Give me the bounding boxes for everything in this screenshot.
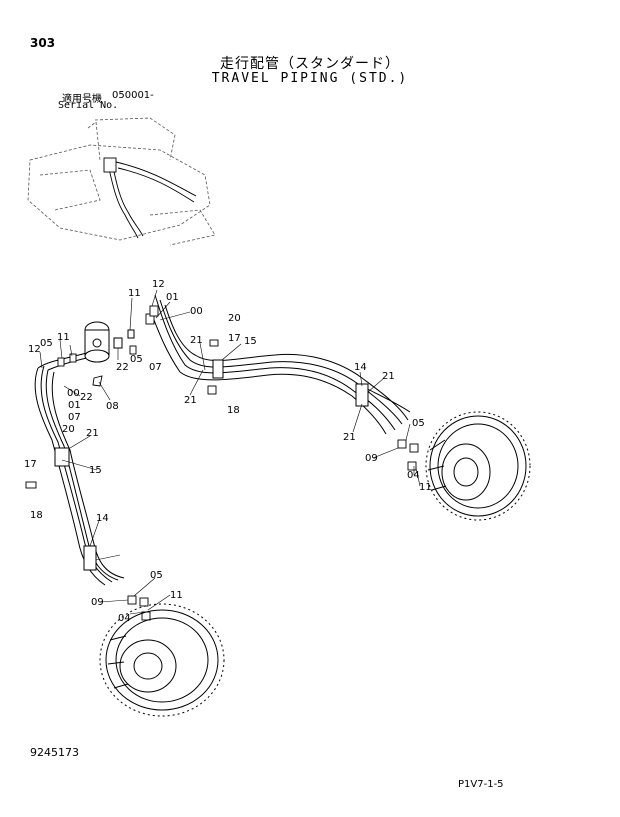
callout-05: 05 <box>40 338 53 349</box>
serial-label-japanese: 適用号機 <box>62 94 102 105</box>
page-number: 303 <box>30 36 56 50</box>
callout-04: 04 <box>118 613 131 624</box>
callout-09: 09 <box>365 453 378 464</box>
callout-21: 21 <box>190 335 203 346</box>
leader-lines <box>39 289 421 615</box>
callout-08: 08 <box>106 401 119 412</box>
callout-17: 17 <box>228 333 241 344</box>
title-english: TRAVEL PIPING (STD.) <box>211 71 409 86</box>
callout-17: 17 <box>24 459 37 470</box>
callout-20: 20 <box>62 424 75 435</box>
callout-01: 01 <box>68 400 81 411</box>
left-hose-bundle <box>34 351 125 586</box>
callout-22: 22 <box>116 362 129 373</box>
callout-21: 21 <box>184 395 197 406</box>
callout-11: 11 <box>57 332 70 343</box>
callout-05: 05 <box>130 354 143 365</box>
callout-15: 15 <box>244 336 257 347</box>
callout-00: 00 <box>67 388 80 399</box>
callout-05: 05 <box>412 418 425 429</box>
callout-14: 14 <box>96 513 109 524</box>
callout-11: 11 <box>170 590 183 601</box>
serial-value: 050001- <box>112 90 154 101</box>
callout-21: 21 <box>86 428 99 439</box>
callout-09: 09 <box>91 597 104 608</box>
page-code: P1V7-1-5 <box>458 779 504 790</box>
center-swivel-joint <box>84 321 135 363</box>
callout-18: 18 <box>227 405 240 416</box>
machine-overview-inset <box>27 117 216 246</box>
callout-01: 01 <box>166 292 179 303</box>
title-japanese: 走行配管（スタンダード） <box>220 56 400 72</box>
callout-11: 11 <box>128 288 141 299</box>
callout-04: 04 <box>407 470 420 481</box>
serial-label-english: Serial No. <box>58 100 119 111</box>
right-hose-bundle <box>149 294 411 435</box>
callout-15: 15 <box>89 465 102 476</box>
callout-05: 05 <box>150 570 163 581</box>
callout-07: 07 <box>149 362 162 373</box>
callout-12: 12 <box>152 279 165 290</box>
callout-labels: 12 11 01 00 20 17 15 21 05 11 12 22 07 0… <box>24 279 432 624</box>
inset-hoses <box>103 157 197 239</box>
callout-21: 21 <box>382 371 395 382</box>
callout-11: 11 <box>419 482 432 493</box>
callout-20: 20 <box>228 313 241 324</box>
callout-00: 00 <box>190 306 203 317</box>
document-number: 9245173 <box>30 746 79 759</box>
callout-14: 14 <box>354 362 367 373</box>
right-travel-motor <box>425 411 531 521</box>
callout-12: 12 <box>28 344 41 355</box>
callout-18: 18 <box>30 510 43 521</box>
callout-21: 21 <box>343 432 356 443</box>
left-travel-motor <box>99 603 225 717</box>
callout-22: 22 <box>80 392 93 403</box>
callout-07: 07 <box>68 412 81 423</box>
